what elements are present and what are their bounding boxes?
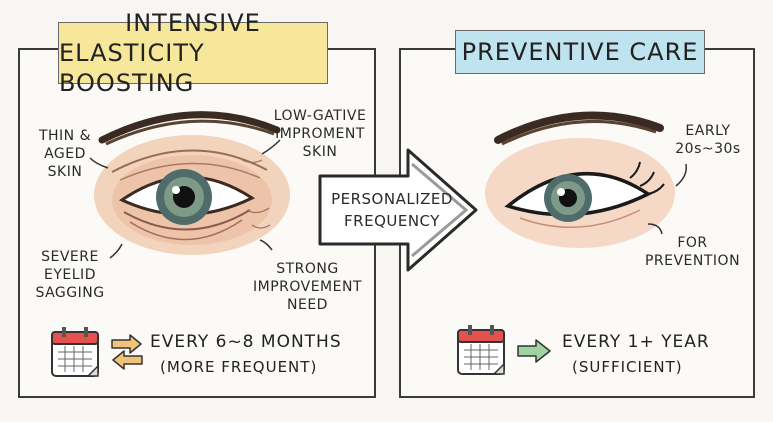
label-for-prevention: FOR PREVENTION <box>640 234 745 270</box>
label-severe-line3: SAGGING <box>35 285 105 301</box>
calendar-icon-right <box>457 325 505 375</box>
label-low-gative-line3: SKIN <box>302 144 338 160</box>
left-title: INTENSIVE ELASTICITY BOOSTING <box>58 9 328 97</box>
left-title-line1: INTENSIVE <box>125 9 261 37</box>
label-thin-aged-line1: THIN & <box>38 128 92 144</box>
personalized-frequency-arrow <box>318 148 478 272</box>
label-severe-eyelid-sagging: SEVERE EYELID SAGGING <box>30 248 110 302</box>
forward-arrow-icon <box>517 339 551 363</box>
label-prevention-line1: FOR <box>677 235 708 251</box>
label-low-gative-line1: LOW-GATIVE <box>273 108 367 124</box>
label-low-gative-line2: IMPROMENT <box>275 126 365 142</box>
swap-arrows-icon <box>111 334 143 370</box>
young-eye-illustration <box>485 111 675 248</box>
right-frequency: EVERY 1+ YEAR <box>562 332 710 352</box>
right-frequency-note: (SUFFICIENT) <box>572 358 683 376</box>
label-low-gative-skin: LOW-GATIVE IMPROMENT SKIN <box>270 107 370 161</box>
right-title-text: PREVENTIVE CARE <box>461 38 699 66</box>
label-early-20s-30s: EARLY 20s~30s <box>668 122 748 158</box>
label-early-line2: 20s~30s <box>675 141 741 157</box>
center-line1: PERSONALIZED <box>331 190 453 208</box>
label-thin-aged-line3: SKIN <box>47 164 83 180</box>
label-severe-line1: SEVERE <box>41 249 99 265</box>
right-pointer-lines <box>647 163 688 235</box>
calendar-icon <box>51 327 99 377</box>
label-strong-line2: IMPROVEMENT <box>252 279 363 295</box>
label-thin-aged-line2: AGED <box>44 146 86 162</box>
left-pointer-lines <box>89 139 281 259</box>
right-title: PREVENTIVE CARE <box>455 30 705 74</box>
label-thin-aged-skin: THIN & AGED SKIN <box>30 127 100 181</box>
left-title-line2: ELASTICITY BOOSTING <box>59 39 205 97</box>
label-prevention-line2: PREVENTION <box>644 253 741 269</box>
label-early-line1: EARLY <box>685 123 731 139</box>
aged-eye-illustration <box>94 111 290 255</box>
personalized-frequency-label: PERSONALIZED FREQUENCY <box>322 188 462 232</box>
label-severe-line2: EYELID <box>44 267 96 283</box>
label-strong-line1: STRONG <box>276 261 339 277</box>
label-strong-line3: NEED <box>287 297 328 313</box>
left-frequency: EVERY 6~8 MONTHS <box>150 332 342 352</box>
left-frequency-note: (MORE FREQUENT) <box>160 358 318 376</box>
label-strong-improvement-need: STRONG IMPROVEMENT NEED <box>250 260 365 314</box>
center-line2: FREQUENCY <box>344 212 440 230</box>
